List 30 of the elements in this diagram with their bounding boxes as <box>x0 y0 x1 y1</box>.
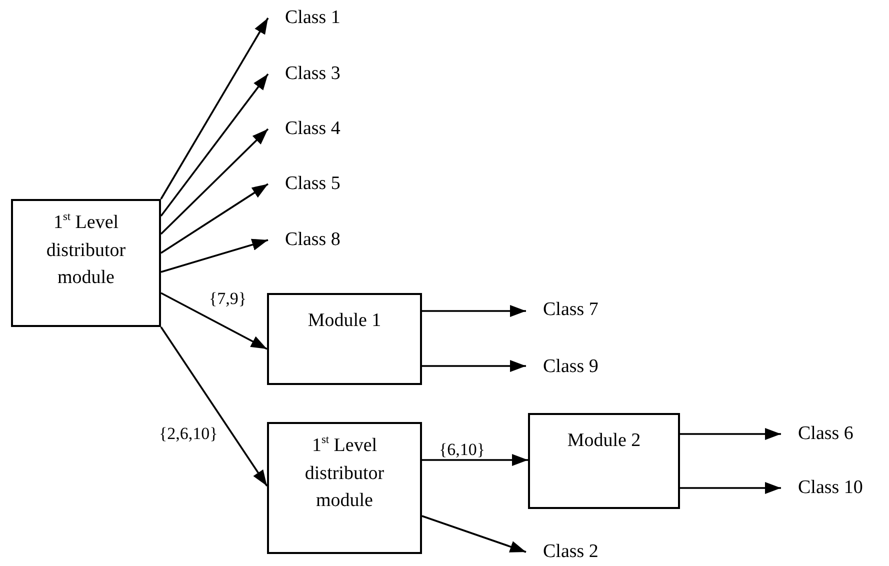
module-box: 1$^{st}$ Level distributor module <box>11 199 161 327</box>
class-label: Class 6 <box>781 423 854 445</box>
class-label: Class 9 <box>526 356 598 378</box>
edge-label: {7,9} <box>208 290 248 308</box>
class-label: Class 4 <box>268 118 340 140</box>
class-label: Class 10 <box>781 477 863 499</box>
arrow <box>680 428 781 440</box>
arrow <box>160 183 268 254</box>
arrow <box>422 454 528 466</box>
arrow <box>422 515 526 553</box>
class-label: Class 3 <box>268 63 340 85</box>
arrow <box>160 128 269 235</box>
arrow <box>160 326 268 486</box>
arrow <box>160 18 269 200</box>
class-label: Class 7 <box>526 299 598 321</box>
arrow <box>422 360 526 372</box>
arrow <box>680 482 781 494</box>
class-label: Class 2 <box>526 541 598 563</box>
edge-label: {2,6,10} <box>158 425 219 443</box>
arrow <box>160 238 268 273</box>
module-box: Module 1 <box>267 293 422 385</box>
module-box: 1$^{st}$ Level distributor module <box>267 422 422 554</box>
arrow <box>160 292 268 350</box>
class-label: Class 5 <box>268 173 340 195</box>
module-box: Module 2 <box>528 413 680 509</box>
edge-label: {6,10} <box>438 441 486 459</box>
arrow <box>422 305 526 317</box>
class-label: Class 8 <box>268 229 340 251</box>
class-label: Class 1 <box>268 7 340 29</box>
arrow <box>160 73 269 217</box>
